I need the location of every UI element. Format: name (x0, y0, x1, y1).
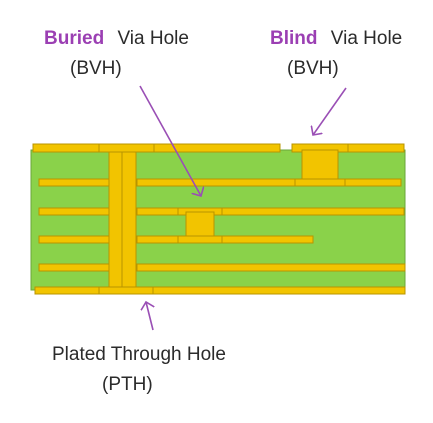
through-hole-arrow (146, 302, 153, 331)
through-hole-top-pad (98, 143, 155, 153)
blind-via-label: Blind Via Hole (BVH) (270, 28, 402, 79)
buried-via-arrow (139, 85, 201, 196)
inner-trace (38, 235, 110, 244)
through-hole-label: Plated Through Hole (PTH) (52, 344, 226, 395)
inner-trace (136, 178, 296, 187)
through-hole-bottom-pad (98, 286, 154, 295)
through-abbr: (PTH) (102, 374, 153, 395)
buried-abbr: (BVH) (70, 58, 122, 79)
svg-text:Buried Via Hole: Buried Via Hole (44, 28, 189, 49)
svg-text:Blind Via Hole: Blind Via Hole (270, 28, 402, 49)
buried-via-bottom-land (177, 235, 223, 244)
blind-via-hole-text: Via Hole (331, 28, 402, 49)
pcb-board (30, 143, 406, 295)
buried-via-barrel (185, 211, 215, 241)
inner-trace (38, 263, 110, 272)
blind-abbr: (BVH) (287, 58, 339, 79)
bottom-copper-pad (34, 286, 100, 295)
inner-trace (221, 207, 405, 216)
top-copper-pad (347, 143, 405, 153)
blind-via-barrel (301, 149, 339, 183)
through-hole-text: Plated Through Hole (52, 344, 226, 365)
blind-via-arrow (313, 87, 347, 135)
buried-via-hole-text: Via Hole (117, 28, 188, 49)
blind-emphasis: Blind (270, 28, 318, 49)
bottom-copper-pad (152, 286, 406, 295)
inner-trace (218, 235, 314, 244)
inner-trace (136, 263, 406, 272)
inner-trace (344, 178, 402, 187)
inner-trace (38, 178, 110, 187)
buried-emphasis: Buried (44, 28, 104, 49)
inner-trace (38, 207, 110, 216)
buried-via-label: Buried Via Hole (BVH) (44, 28, 189, 79)
inner-trace (136, 235, 185, 244)
top-copper-pad (32, 143, 100, 153)
blind-via-land (294, 178, 346, 187)
inner-trace (136, 207, 185, 216)
